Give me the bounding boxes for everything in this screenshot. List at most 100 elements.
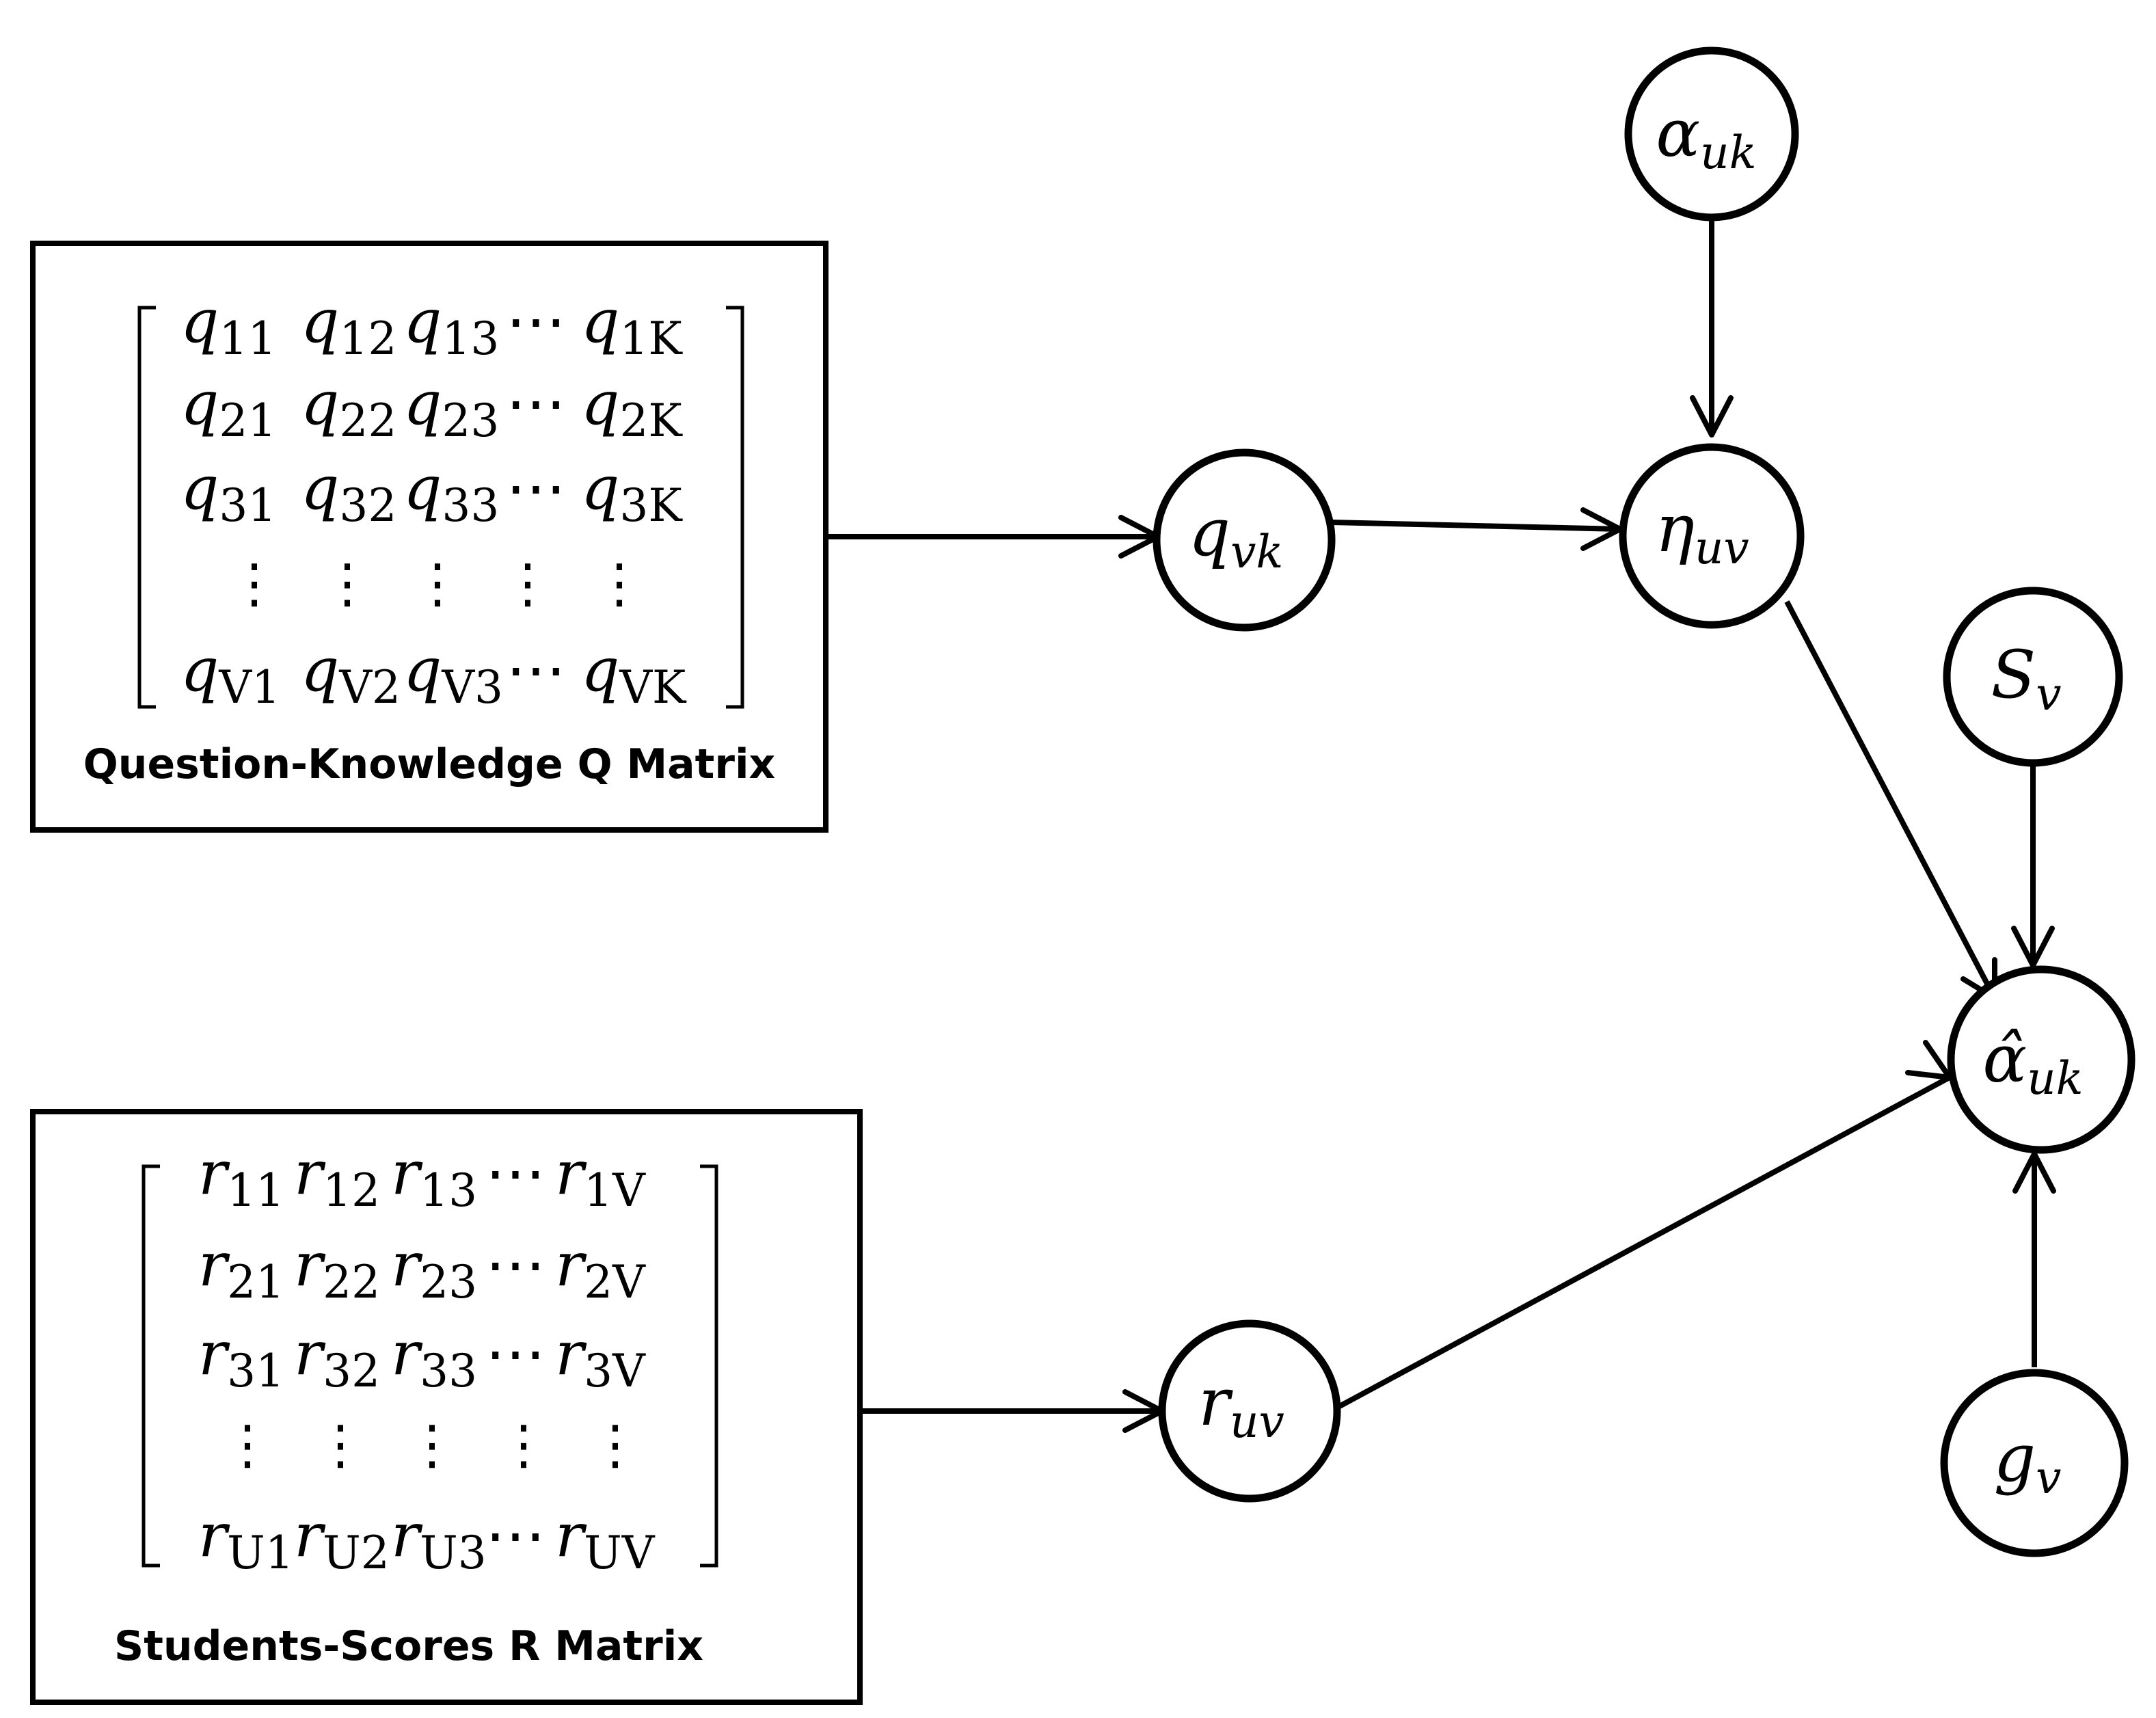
node-alpha-hat-uk: α̂uk [1947, 965, 2135, 1154]
node-s-v-label: Sv [1991, 636, 2061, 721]
matrix-row: rU1rU2rU3⋯rUV [198, 1500, 656, 1579]
matrix-cell-subscript: 23 [420, 1256, 477, 1308]
matrix-cell: r [391, 1229, 423, 1300]
matrix-cell: r [294, 1229, 326, 1300]
matrix-cell-subscript: 33 [442, 479, 499, 532]
node-s-v: Sv [1943, 587, 2123, 767]
matrix-cell: ⋯ [485, 1500, 545, 1570]
matrix-vdots: ⋮ [221, 1414, 274, 1476]
matrix-cell-subscript: V3 [441, 661, 503, 714]
matrix-cell: r [391, 1500, 423, 1570]
node-r-uv: ruv [1158, 1319, 1341, 1503]
matrix-cell: r [198, 1318, 230, 1388]
edge-ruv-to-alphahat [1334, 1075, 1951, 1411]
node-q-vk: qvk [1153, 448, 1336, 632]
arrowhead-alphahat-bottom [2012, 1151, 2056, 1194]
matrix-cell-subscript: U2 [323, 1527, 390, 1579]
matrix-cell-subscript: 11 [227, 1164, 284, 1217]
arrowhead-alphahat-lower-left [1905, 1040, 1952, 1080]
arrowhead-alphahat-top [2011, 926, 2055, 968]
matrix-cell-subscript: 1V [584, 1164, 646, 1217]
nodes: αuk qvk ηuv Sv α̂uk ruv gv [1153, 46, 2135, 1557]
matrix-cell: r [555, 1500, 587, 1570]
matrix-cell: q [301, 453, 339, 523]
matrix-cell: q [301, 368, 339, 438]
matrix-cell: r [198, 1500, 230, 1570]
r-matrix-caption: Students-Scores R Matrix [114, 1622, 703, 1670]
matrix-cell: q [403, 368, 442, 438]
matrix-cell-subscript: 33 [420, 1345, 477, 1397]
matrix-cell-subscript: 22 [339, 394, 396, 447]
matrix-cell: q [301, 634, 339, 705]
r-matrix-left-bracket [142, 1164, 160, 1568]
edges [826, 217, 2056, 1433]
matrix-vdots: ⋮ [405, 1414, 459, 1476]
matrix-cell: ⋯ [506, 634, 566, 705]
r-matrix-border [30, 1109, 863, 1705]
matrix-cell: r [555, 1318, 587, 1388]
matrix-cell-subscript: U1 [227, 1527, 294, 1579]
q-matrix-left-bracket [137, 306, 156, 709]
matrix-cell-subscript: U3 [420, 1527, 487, 1579]
matrix-cell: ⋯ [506, 453, 566, 523]
matrix-cell: r [294, 1318, 326, 1388]
matrix-cell-subscript: 32 [339, 479, 396, 532]
node-alpha-hat-uk-label: α̂uk [1982, 1021, 2083, 1105]
matrix-cell-subscript: 3K [619, 479, 683, 532]
matrix-vdots: ⋮ [321, 553, 374, 615]
matrix-cell: r [294, 1138, 326, 1208]
node-g-v-label: gv [1994, 1420, 2062, 1504]
matrix-cell-subscript: VK [619, 661, 687, 714]
matrix-cell-subscript: 21 [219, 394, 276, 447]
node-r-uv-label: ruv [1198, 1364, 1284, 1448]
matrix-vdots: ⋮ [589, 1414, 642, 1476]
matrix-vdots: ⋮ [228, 553, 281, 615]
matrix-cell-subscript: 31 [227, 1345, 284, 1397]
matrix-cell: q [581, 368, 619, 438]
matrix-cell: r [294, 1500, 326, 1570]
matrix-vdots: ⋮ [497, 1414, 550, 1476]
matrix-vdots: ⋮ [314, 1414, 367, 1476]
r-matrix-right-bracket [700, 1164, 718, 1568]
matrix-cell-subscript: 2K [619, 394, 683, 447]
matrix-cell-subscript: 23 [442, 394, 499, 447]
q-matrix-right-bracket [726, 306, 744, 709]
matrix-cell-subscript: 22 [323, 1256, 380, 1308]
matrix-vdots: ⋮ [593, 553, 646, 615]
matrix-cell: q [581, 634, 619, 705]
matrix-cell: r [555, 1138, 587, 1208]
edge-qvk-to-eta [1331, 520, 1621, 532]
matrix-cell: r [198, 1229, 230, 1300]
matrix-cell: r [555, 1229, 587, 1300]
node-eta-uv-label: ηuv [1655, 490, 1749, 574]
node-q-vk-label: qvk [1189, 494, 1284, 578]
matrix-cell-subscript: 12 [339, 312, 396, 365]
matrix-cell-subscript: 31 [219, 479, 276, 532]
matrix-cell-subscript: 3V [584, 1345, 646, 1397]
matrix-cell-subscript: 11 [219, 312, 276, 365]
matrix-cell: q [180, 286, 219, 356]
matrix-cell-subscript: V1 [218, 661, 280, 714]
matrix-cell: ⋯ [485, 1229, 545, 1300]
matrix-cell-subscript: 1K [619, 312, 683, 365]
matrix-cell-subscript: 12 [323, 1164, 380, 1217]
q-matrix-caption: Question-Knowledge Q Matrix [83, 740, 775, 788]
matrix-cell-subscript: V2 [338, 661, 401, 714]
matrix-cell-subscript: 2V [584, 1256, 646, 1308]
node-alpha-uk: αuk [1624, 46, 1799, 222]
matrix-cell-subscript: 21 [227, 1256, 284, 1308]
matrix-cell: q [180, 453, 219, 523]
arrowhead-eta-top [1690, 395, 1734, 438]
matrix-cell: ⋯ [485, 1318, 545, 1388]
